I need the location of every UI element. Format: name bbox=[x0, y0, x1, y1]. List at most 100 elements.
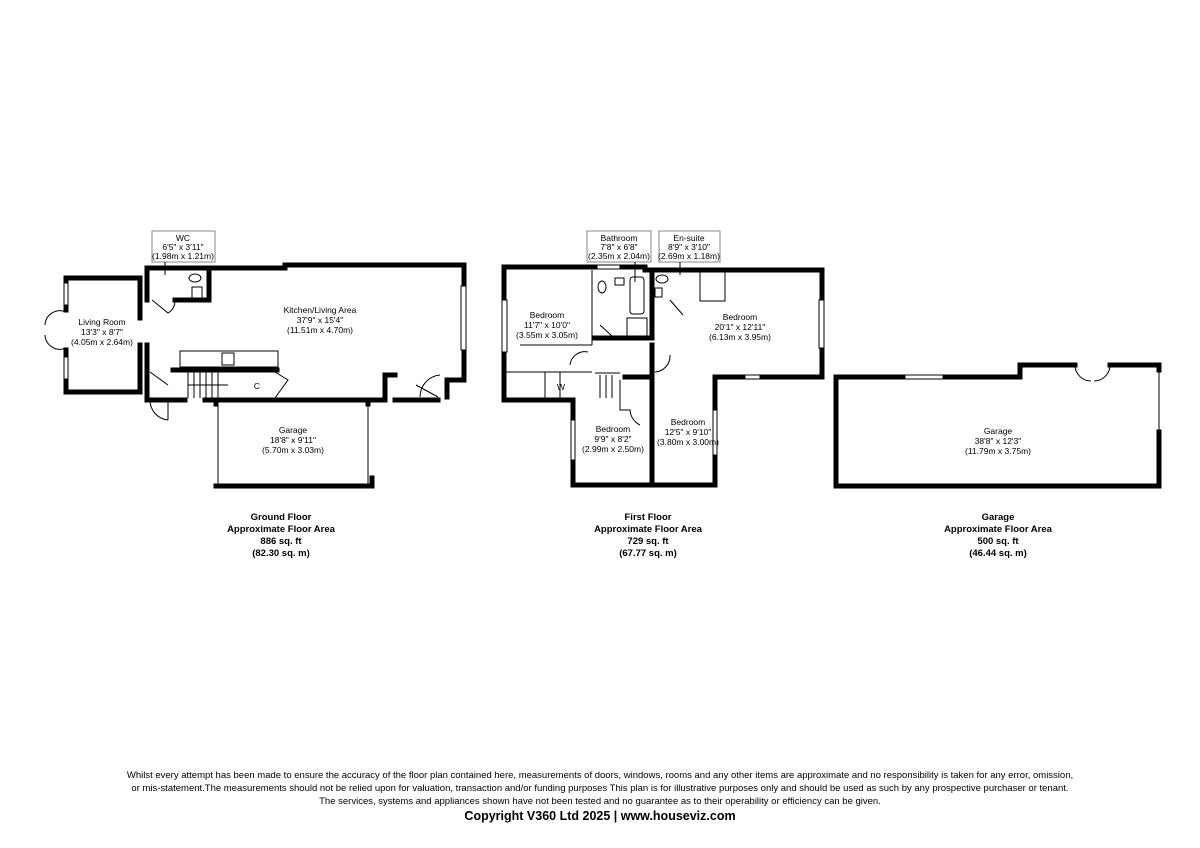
room-name: WC bbox=[176, 233, 190, 243]
door bbox=[415, 374, 441, 398]
room-name: En-suite bbox=[673, 233, 704, 243]
toilet-icon bbox=[188, 273, 202, 283]
wall bbox=[63, 342, 143, 395]
garage-plan bbox=[833, 362, 1162, 489]
floor-subtitle: Approximate Floor Area bbox=[227, 524, 336, 535]
room-size-imperial: 20'1" x 12'11" bbox=[715, 322, 766, 332]
floor-title: Garage bbox=[982, 512, 1015, 523]
window bbox=[744, 374, 761, 380]
basin-icon bbox=[614, 277, 625, 286]
floor-title: Ground Floor bbox=[251, 512, 312, 523]
room-size-metric: (5.70m x 3.03m) bbox=[262, 445, 324, 455]
room-size-imperial: 12'5" x 9'10" bbox=[665, 427, 712, 437]
copyright: Copyright V360 Ltd 2025 | www.houseviz.c… bbox=[464, 809, 736, 823]
room-name: Living Room bbox=[78, 317, 125, 327]
room-name: Bedroom bbox=[671, 417, 706, 427]
wall bbox=[202, 372, 398, 403]
room-size-imperial: 8'9" x 3'10" bbox=[668, 242, 710, 252]
room-size-imperial: 6'5" x 3'11" bbox=[162, 242, 203, 252]
partition bbox=[520, 270, 593, 346]
wall bbox=[501, 374, 748, 488]
bathroom-label-box bbox=[586, 230, 652, 263]
floor-area-sqft: 729 sq. ft bbox=[627, 536, 669, 547]
wall bbox=[144, 342, 188, 403]
garage-door bbox=[217, 402, 369, 485]
wall bbox=[213, 397, 371, 407]
room-name: Bedroom bbox=[723, 312, 758, 322]
wall bbox=[942, 362, 1078, 380]
kitchen-counter bbox=[179, 350, 279, 368]
room-size-imperial: 37'9" x 15'4" bbox=[297, 315, 344, 325]
floor-subtitle: Approximate Floor Area bbox=[944, 524, 1053, 535]
room-size-imperial: 11'7" x 10'0" bbox=[524, 320, 570, 330]
wall bbox=[833, 374, 908, 489]
room-size-metric: (2.35m x 2.04m) bbox=[588, 251, 650, 261]
door bbox=[151, 299, 176, 314]
window bbox=[460, 285, 467, 351]
ground-floor-plan bbox=[44, 230, 467, 489]
basin-icon bbox=[191, 286, 203, 300]
room-name: Bedroom bbox=[530, 310, 565, 320]
window bbox=[501, 299, 508, 353]
room-size-metric: (11.79m x 3.75m) bbox=[965, 446, 1031, 456]
room-size-imperial: 9'9" x 8'2" bbox=[594, 434, 631, 444]
floor-title: First Floor bbox=[625, 512, 672, 523]
shower-icon bbox=[626, 317, 648, 337]
room-size-imperial: 38'8" x 12'3" bbox=[975, 436, 1022, 446]
wall bbox=[144, 265, 212, 303]
door bbox=[619, 380, 641, 426]
wall bbox=[833, 429, 1162, 489]
wardrobe-wall bbox=[504, 371, 592, 400]
floor-area-sqft: 500 sq. ft bbox=[977, 536, 1019, 547]
toilet-icon bbox=[655, 274, 669, 284]
room-name: Bathroom bbox=[601, 233, 638, 243]
room-size-metric: (11.51m x 4.70m) bbox=[287, 325, 353, 335]
stairs bbox=[595, 372, 620, 398]
french-door bbox=[1074, 364, 1111, 382]
floor-area-summaries: Ground Floor Approximate Floor Area 886 … bbox=[227, 512, 1053, 559]
window bbox=[712, 409, 718, 456]
bath-icon bbox=[629, 276, 645, 315]
cupboard-door bbox=[274, 371, 289, 399]
wall bbox=[444, 377, 467, 400]
disclaimer-line-2: or mis-statement.The measurements should… bbox=[131, 783, 1069, 794]
floor-area-sqm: (67.77 sq. m) bbox=[619, 548, 677, 559]
hob-icon bbox=[221, 352, 235, 366]
room-name: Bedroom bbox=[596, 424, 631, 434]
room-size-metric: (2.99m x 2.50m) bbox=[582, 444, 644, 454]
room-size-imperial: 18'8" x 9'11" bbox=[270, 435, 316, 445]
room-size-metric: (3.80m x 3.00m) bbox=[657, 437, 719, 447]
room-size-imperial: 13'3" x 8'7" bbox=[81, 327, 123, 337]
wall bbox=[213, 475, 375, 489]
room-name: Garage bbox=[984, 426, 1013, 436]
room-size-metric: (3.55m x 3.05m) bbox=[516, 330, 578, 340]
toilet-icon bbox=[597, 280, 607, 294]
door bbox=[149, 371, 169, 421]
wall bbox=[622, 374, 655, 488]
disclaimer-line-1: Whilst every attempt has been made to en… bbox=[126, 770, 1074, 781]
wardrobe-label: W bbox=[557, 382, 565, 392]
basin-icon bbox=[654, 287, 663, 298]
floor-area-sqm: (46.44 sq. m) bbox=[969, 548, 1027, 559]
wall bbox=[1107, 362, 1162, 373]
room-labels: WC 6'5" x 3'11" (1.98m x 1.21m) Living R… bbox=[71, 233, 1031, 456]
room-name: Garage bbox=[279, 425, 308, 435]
ensuite-label-box bbox=[658, 230, 721, 263]
window bbox=[596, 264, 621, 270]
floor-subtitle: Approximate Floor Area bbox=[594, 524, 703, 535]
window bbox=[570, 419, 576, 461]
cupboard-label: C bbox=[254, 381, 260, 391]
floor-area-sqft: 886 sq. ft bbox=[260, 536, 302, 547]
room-size-imperial: 7'8" x 6'8" bbox=[600, 242, 637, 252]
room-size-metric: (6.13m x 3.95m) bbox=[709, 332, 771, 342]
french-door bbox=[44, 310, 67, 350]
first-floor-plan bbox=[501, 230, 825, 488]
leader-line bbox=[634, 262, 681, 282]
wall bbox=[63, 275, 143, 321]
window bbox=[818, 299, 825, 349]
window bbox=[904, 374, 946, 380]
room-size-metric: (1.98m x 1.21m) bbox=[152, 251, 214, 261]
wall bbox=[501, 264, 600, 403]
room-name: Kitchen/Living Area bbox=[284, 305, 357, 315]
